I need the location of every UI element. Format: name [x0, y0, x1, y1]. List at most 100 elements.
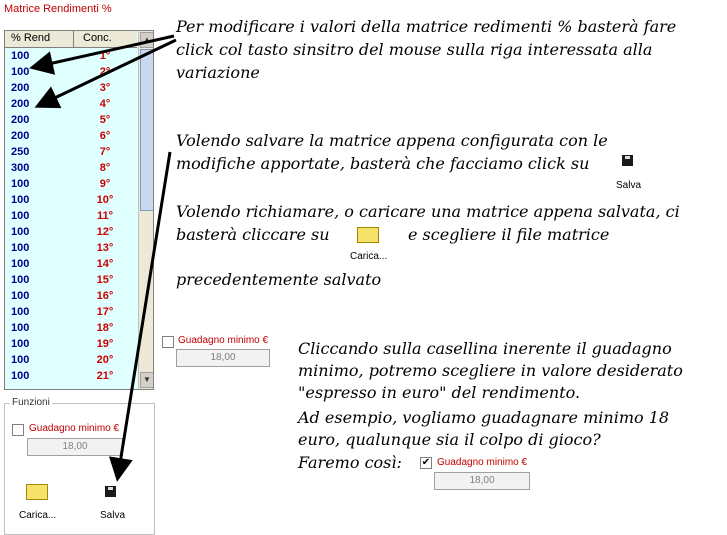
- note-save-line2: modifiche apportate, basterà che facciam…: [176, 154, 590, 173]
- table-row[interactable]: 200 4°: [5, 96, 137, 112]
- note-load-line2a: basterà cliccare su: [176, 225, 330, 244]
- guadagno-input-checked: 18,00: [434, 472, 530, 490]
- table-row[interactable]: 100 20°: [5, 352, 137, 368]
- scroll-up-icon[interactable]: ▲: [140, 32, 153, 48]
- guadagno-checkbox[interactable]: [12, 424, 24, 436]
- table-row[interactable]: 100 13°: [5, 240, 137, 256]
- table-row[interactable]: 200 3°: [5, 80, 137, 96]
- note-gain-line5: euro, qualunque sia il colpo di gioco?: [298, 430, 601, 449]
- cell-rend: 100: [11, 194, 30, 206]
- cell-rend: 200: [11, 114, 30, 126]
- note-load-line1: Volendo richiamare, o caricare una matri…: [176, 202, 680, 221]
- table-row[interactable]: 200 6°: [5, 128, 137, 144]
- cell-conc: 19°: [96, 338, 114, 350]
- table-row[interactable]: 100 11°: [5, 208, 137, 224]
- cell-conc: 16°: [96, 290, 114, 302]
- cell-conc: 20°: [96, 354, 114, 366]
- table-row[interactable]: 100 14°: [5, 256, 137, 272]
- cell-rend: 100: [11, 370, 30, 382]
- cell-conc: 3°: [99, 82, 111, 94]
- folder-open-icon-inline: [357, 227, 379, 243]
- cell-rend: 100: [11, 66, 30, 78]
- cell-rend: 200: [11, 82, 30, 94]
- cell-rend: 200: [11, 98, 30, 110]
- cell-rend: 100: [11, 274, 30, 286]
- table-row[interactable]: 100 2°: [5, 64, 137, 80]
- cell-conc: 14°: [96, 258, 114, 270]
- table-row[interactable]: 300 8°: [5, 160, 137, 176]
- table-row[interactable]: 100 21°: [5, 368, 137, 384]
- guadagno-label-example: Guadagno minimo €: [178, 335, 269, 346]
- note-modify-line2: click col tasto sinsitro del mouse sulla…: [176, 40, 653, 59]
- guadagno-input-example: 18,00: [176, 349, 270, 367]
- guadagno-input[interactable]: 18,00: [27, 438, 123, 456]
- cell-rend: 100: [11, 226, 30, 238]
- note-gain-line2: minimo, potremo scegliere in valore desi…: [298, 361, 683, 380]
- save-disk-icon-inline: [622, 155, 633, 166]
- note-gain-line3: "espresso in euro" del rendimento.: [298, 383, 581, 402]
- cell-conc: 12°: [96, 226, 114, 238]
- vertical-scrollbar[interactable]: ▲ ▼: [138, 31, 153, 389]
- note-gain-line4: Ad esempio, vogliamo guadagnare minimo 1…: [298, 408, 670, 427]
- cell-rend: 200: [11, 130, 30, 142]
- cell-rend: 300: [11, 162, 30, 174]
- funzioni-legend: Funzioni: [10, 397, 52, 408]
- cell-rend: 250: [11, 146, 30, 158]
- salva-button[interactable]: Salva: [100, 510, 126, 521]
- note-modify-line1: Per modificare i valori della matrice re…: [176, 17, 677, 36]
- cell-rend: 100: [11, 178, 30, 190]
- column-header-conc[interactable]: Conc.: [83, 32, 112, 44]
- cell-rend: 100: [11, 322, 30, 334]
- scroll-thumb[interactable]: [140, 49, 153, 211]
- cell-conc: 1°: [99, 50, 111, 62]
- cell-rend: 100: [11, 242, 30, 254]
- table-row[interactable]: 250 7°: [5, 144, 137, 160]
- note-load-line2b: e scegliere il file matrice: [408, 225, 610, 244]
- folder-open-icon[interactable]: [26, 484, 48, 500]
- guadagno-checkbox-checked: ✔: [420, 457, 432, 469]
- table-row[interactable]: 100 12°: [5, 224, 137, 240]
- note-load-line3: precedentemente salvato: [176, 270, 382, 289]
- cell-conc: 17°: [96, 306, 114, 318]
- cell-rend: 100: [11, 354, 30, 366]
- column-header-rend[interactable]: % Rend: [11, 32, 51, 44]
- note-modify-line3: variazione: [176, 63, 260, 82]
- table-row[interactable]: 100 10°: [5, 192, 137, 208]
- cell-conc: 8°: [99, 162, 111, 174]
- cell-conc: 21°: [96, 370, 114, 382]
- table-row[interactable]: 100 16°: [5, 288, 137, 304]
- note-gain-line1: Cliccando sulla casellina inerente il gu…: [298, 339, 672, 358]
- cell-conc: 2°: [99, 66, 111, 78]
- header-separator: [73, 31, 74, 47]
- table-row[interactable]: 100 9°: [5, 176, 137, 192]
- carica-button[interactable]: Carica...: [19, 510, 57, 521]
- cell-rend: 100: [11, 290, 30, 302]
- scroll-down-icon[interactable]: ▼: [140, 372, 153, 388]
- salva-caption-inline: Salva: [616, 180, 642, 191]
- cell-rend: 100: [11, 338, 30, 350]
- cell-conc: 6°: [99, 130, 111, 142]
- cell-rend: 100: [11, 258, 30, 270]
- grid-header: % Rend Conc.: [5, 31, 137, 48]
- guadagno-label-checked: Guadagno minimo €: [437, 457, 528, 468]
- guadagno-checkbox-example: [162, 336, 174, 348]
- table-row[interactable]: 100 19°: [5, 336, 137, 352]
- cell-conc: 9°: [99, 178, 111, 190]
- cell-rend: 100: [11, 50, 30, 62]
- cell-rend: 100: [11, 210, 30, 222]
- table-row[interactable]: 100 1°: [5, 48, 137, 64]
- table-row[interactable]: 100 18°: [5, 320, 137, 336]
- cell-conc: 13°: [96, 242, 114, 254]
- save-disk-icon[interactable]: [105, 486, 116, 497]
- cell-conc: 11°: [96, 210, 114, 222]
- cell-conc: 7°: [99, 146, 111, 158]
- cell-conc: 18°: [96, 322, 114, 334]
- cell-conc: 10°: [96, 194, 114, 206]
- cell-conc: 4°: [99, 98, 111, 110]
- carica-caption-inline: Carica...: [350, 251, 388, 262]
